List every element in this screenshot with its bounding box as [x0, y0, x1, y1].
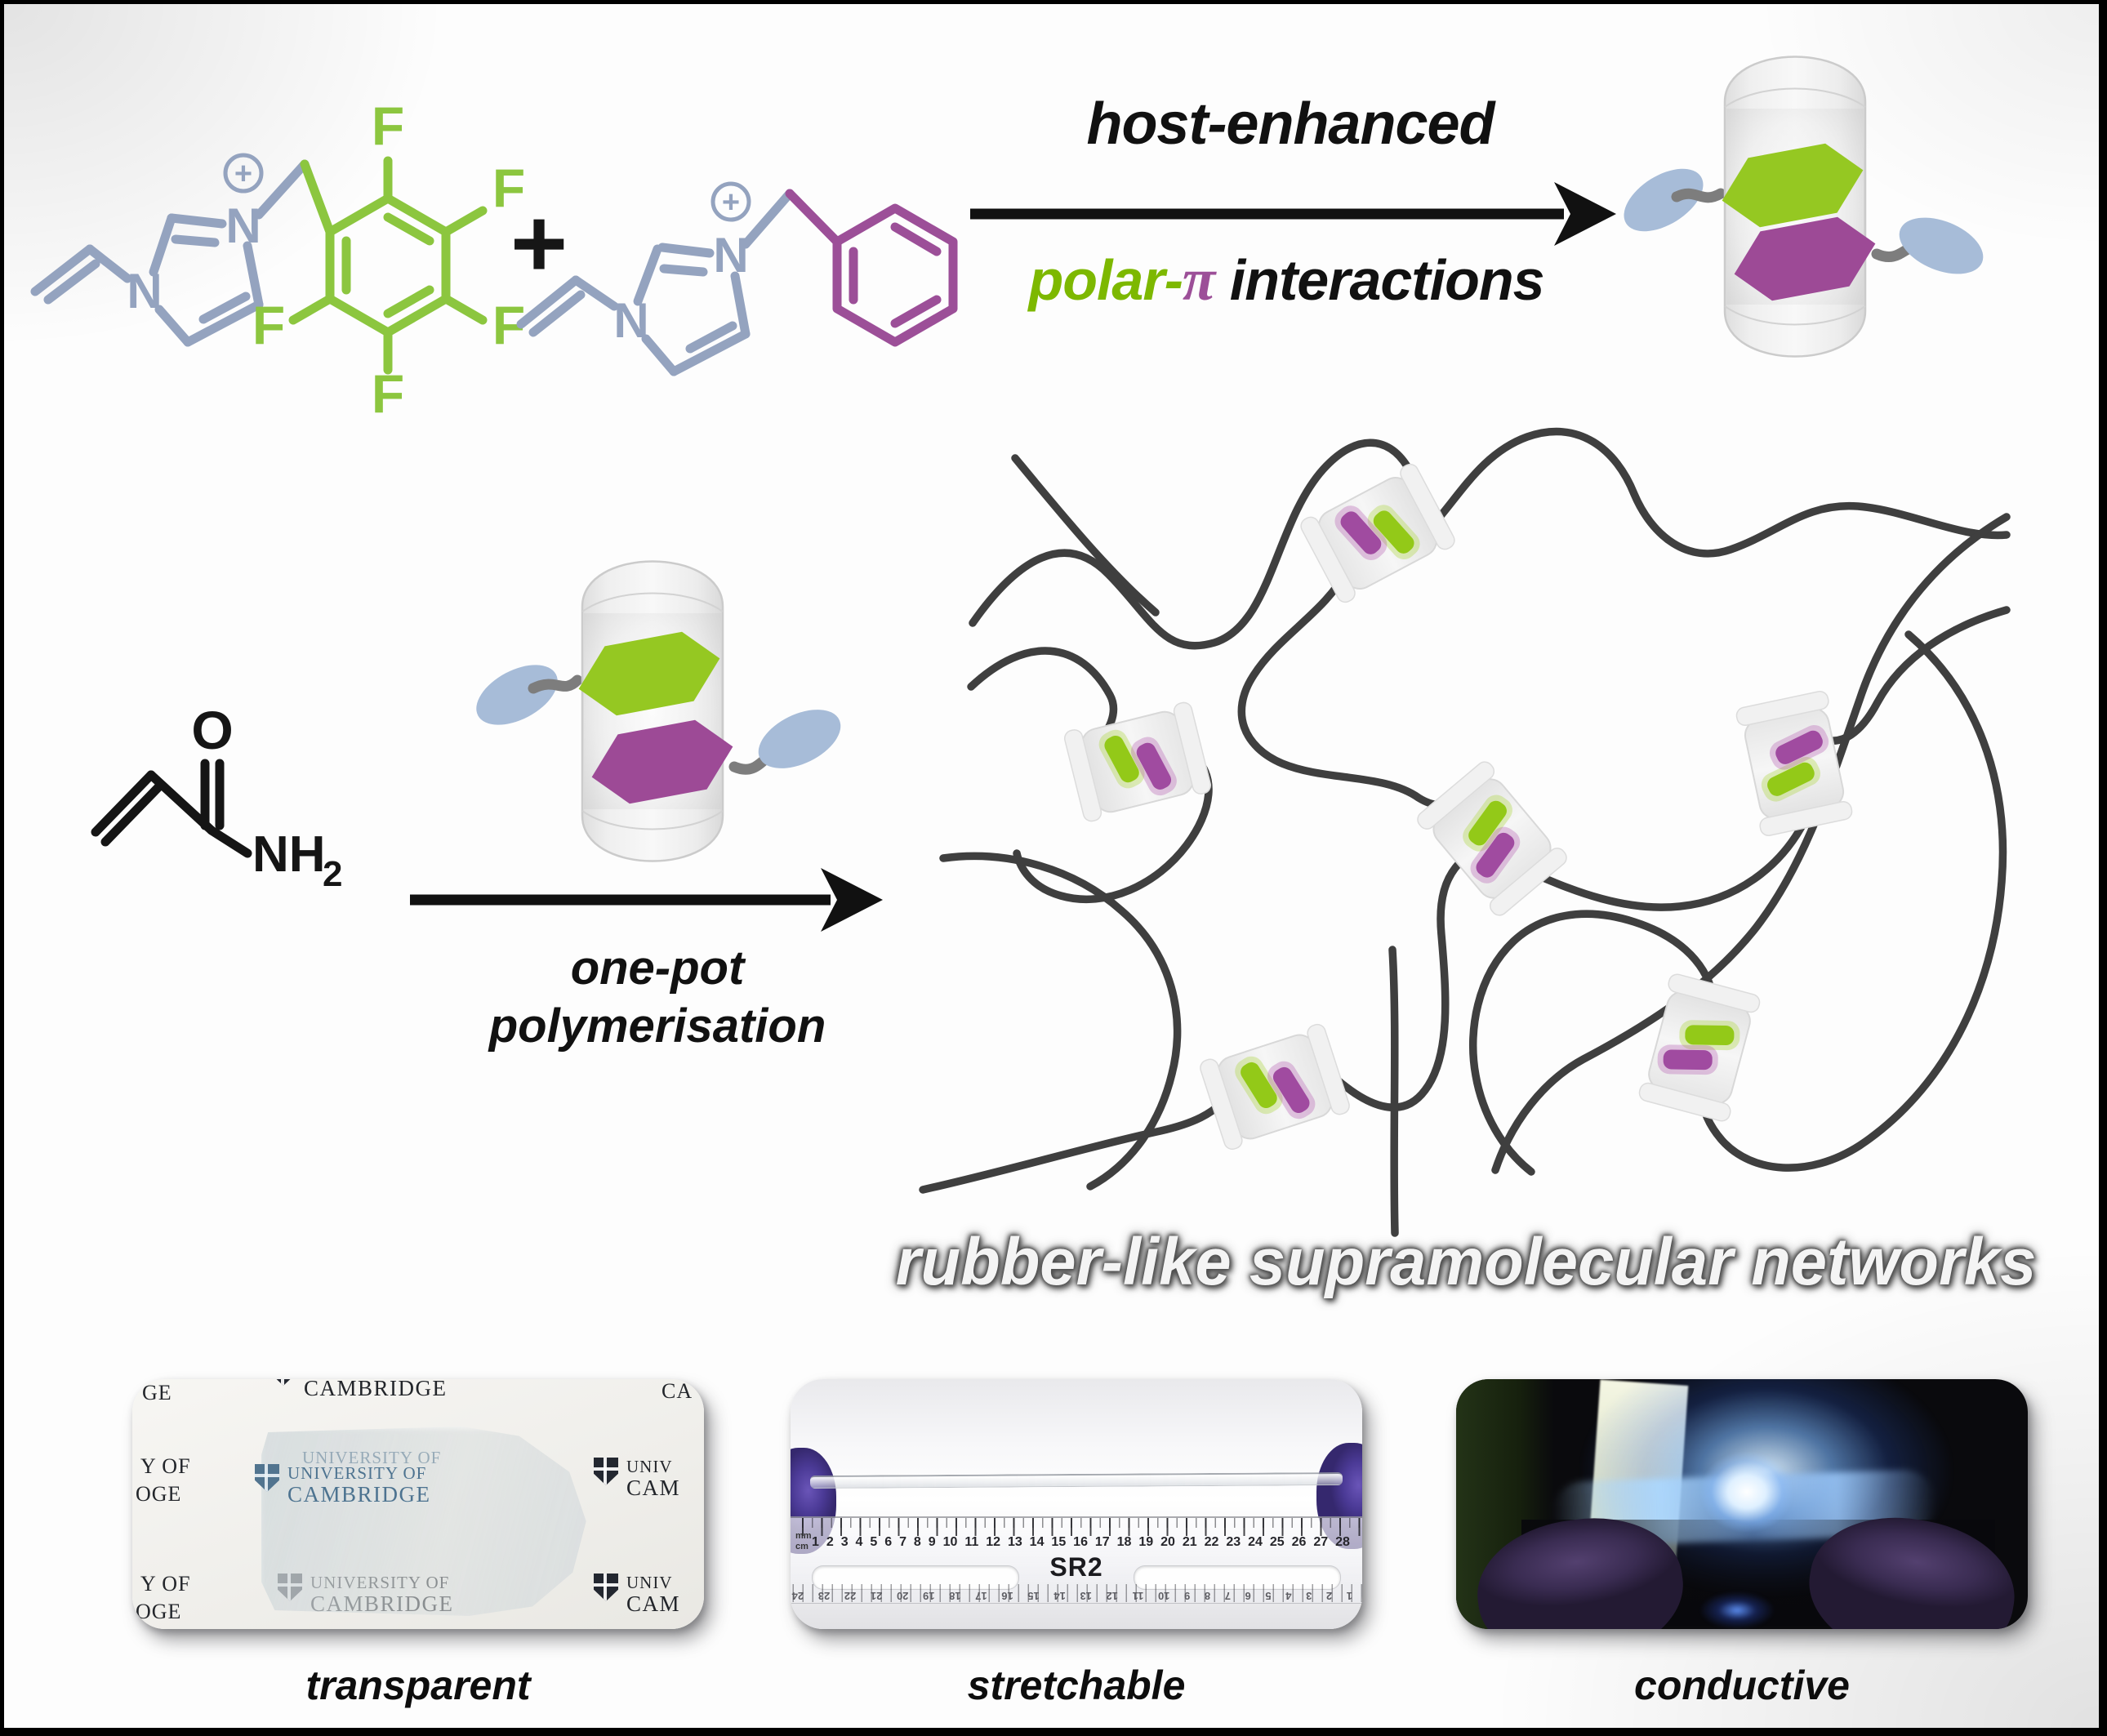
- letterhead-fragment: GE: [142, 1381, 172, 1404]
- arrow-label-polar-pi: polar-π interactions: [935, 246, 1637, 315]
- ruler-unit-cm: cm: [795, 1542, 808, 1552]
- interactions-text: interactions: [1214, 248, 1545, 312]
- letterhead-frag-line2: CAM: [626, 1475, 681, 1500]
- letterhead-logo: UNIVERSITY OF CAMBRIDGE: [271, 1379, 448, 1400]
- pi-symbol: π: [1182, 247, 1215, 314]
- ruler-numbers: 1 2 3 4 5 6 7 8 9 10 11 12 13 14 15 16 1…: [812, 1535, 1350, 1549]
- letterhead-line2: CAMBRIDGE: [304, 1379, 448, 1400]
- polymer-stopper: [1624, 168, 1704, 232]
- letterhead-logo: UNIV CAM: [594, 1574, 680, 1616]
- letterhead-fragment: Y OF: [140, 1454, 191, 1478]
- led-light: [1699, 1451, 1794, 1533]
- host-guest-complex-top: [1624, 56, 1984, 358]
- polymer-stopper: [758, 710, 841, 768]
- acrylamide-monomer: O NH 2: [91, 700, 342, 894]
- monomer-fluorinated-imidazolium: N N + F F F F F: [30, 96, 525, 424]
- f-label: F: [252, 295, 285, 355]
- letterhead-fragment: OGE: [136, 1600, 182, 1623]
- cambridge-shield-icon: [271, 1379, 296, 1386]
- ruler-major-ticks: [802, 1518, 1362, 1536]
- refracted-letterhead-ghost: UNIVERSITY OF: [302, 1448, 442, 1467]
- label-conductive: conductive: [1634, 1663, 1850, 1708]
- plus-sign: +: [510, 189, 568, 298]
- amide-label: NH: [252, 826, 326, 883]
- scheme-artwork: N N + F F F F F +: [30, 56, 2011, 1237]
- one-pot-line2: polymerisation: [488, 999, 826, 1053]
- letterhead-fragment: Y OF: [140, 1572, 191, 1596]
- f-label: F: [372, 96, 404, 156]
- polymer-network-strands: [919, 427, 2011, 1237]
- polymer-stopper: [1899, 217, 1984, 274]
- one-pot-line1: one-pot: [570, 941, 745, 995]
- n1-label: N: [127, 264, 162, 318]
- letterhead-logo: UNIV CAM: [594, 1458, 680, 1500]
- amide-subscript: 2: [323, 854, 342, 894]
- ruler: mm cm 1 2 3 4 5 6 7 8 9 10 11 12 13 14 1…: [791, 1516, 1362, 1604]
- letterhead-fragment: OGE: [136, 1482, 182, 1506]
- ruler-bottom-scale: 1 2 3 4 5 6 7 8 9 10 11 12 13 14 15 16 1…: [791, 1584, 1362, 1602]
- ruler-slot: [1134, 1565, 1341, 1590]
- cambridge-shield-icon: [594, 1458, 618, 1485]
- crosslink-capsules: [1062, 461, 1855, 1152]
- n3-label: N: [225, 198, 261, 253]
- photo-conductive-sample: [1456, 1379, 2028, 1629]
- letterhead-frag-line1: UNIV: [626, 1573, 673, 1592]
- f-label: F: [492, 158, 525, 218]
- n3-label: N: [713, 228, 748, 283]
- letterhead-frag-line2: CAM: [626, 1591, 681, 1616]
- ruler-unit-mm: mm: [795, 1531, 812, 1541]
- polar-text: polar-: [1028, 248, 1183, 312]
- label-transparent: transparent: [305, 1663, 531, 1708]
- host-guest-complex-middle: [476, 560, 841, 862]
- cambridge-shield-icon: [255, 1464, 279, 1492]
- photo-stretchable-sample: mm cm 1 2 3 4 5 6 7 8 9 10 11 12 13 14 1…: [791, 1379, 1362, 1629]
- f-label: F: [372, 363, 404, 424]
- label-stretchable: stretchable: [967, 1663, 1186, 1708]
- oxygen-label: O: [191, 700, 233, 760]
- cambridge-shield-icon: [594, 1574, 618, 1601]
- network-caption: rubber-like supramolecular networks: [895, 1225, 2037, 1299]
- arrow-label-host-enhanced: host-enhanced: [1086, 91, 1494, 157]
- charge-plus-label: +: [234, 157, 252, 191]
- photo-transparent-sample: UNIVERSITY OF CAMBRIDGE GE CA Y OF OGE U…: [132, 1379, 704, 1629]
- transparent-polymer-sample: [261, 1427, 586, 1616]
- charge-plus-label: +: [722, 185, 740, 220]
- ruler-slot: [812, 1565, 1019, 1590]
- letterhead-frag-line1: UNIV: [626, 1457, 673, 1476]
- ruler-model-label: SR2: [1049, 1552, 1103, 1582]
- polymer-stopper: [476, 665, 558, 725]
- ruler-units: mm cm: [795, 1531, 812, 1552]
- letterhead-logo-through-sample: UNIVERSITY OF CAMBRIDGE: [255, 1464, 431, 1507]
- letterhead-line2: CAMBRIDGE: [287, 1481, 431, 1507]
- letterhead-fragment: CA: [662, 1379, 693, 1403]
- reaction-arrow-top: [970, 182, 1616, 246]
- arrow-label-one-pot: one-pot polymerisation: [388, 940, 927, 1056]
- letterhead-line1: UNIVERSITY OF: [287, 1463, 427, 1483]
- reaction-arrow-bottom: [410, 868, 883, 932]
- monomer-benzyl-imidazolium: N N +: [516, 181, 958, 376]
- n1-label: N: [613, 293, 648, 348]
- ruler-bottom-numbers: 1 2 3 4 5 6 7 8 9 10 11 12 13 14 15 16 1…: [791, 1590, 1352, 1602]
- blue-reflection: [1699, 1591, 1775, 1629]
